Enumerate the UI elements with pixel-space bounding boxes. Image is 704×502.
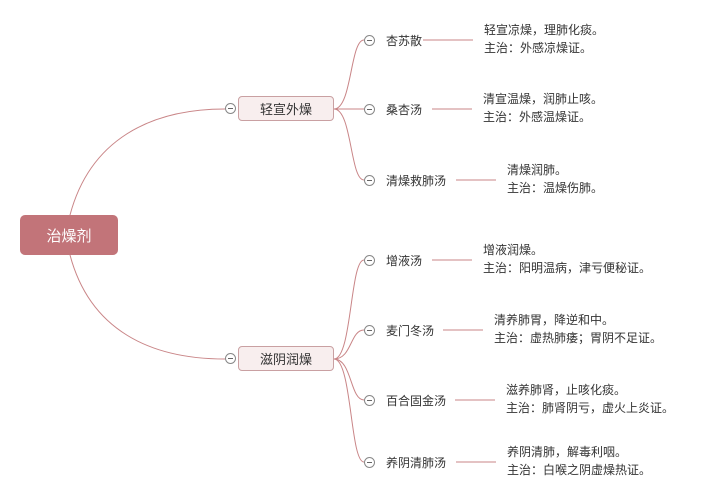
leaf-description: 增液润燥。 主治：阳明温病，津亏便秘证。 — [483, 241, 651, 277]
indication-text: 主治：阳明温病，津亏便秘证。 — [483, 261, 652, 275]
collapse-toggle-icon[interactable] — [225, 103, 236, 114]
effect-text: 滋养肺肾，止咳化痰。 — [506, 383, 627, 397]
indication-text: 主治：外感温燥证。 — [483, 110, 592, 124]
leaf-description: 轻宣凉燥，理肺化痰。 主治：外感凉燥证。 — [484, 21, 604, 57]
collapse-toggle-icon[interactable] — [364, 35, 375, 46]
connector-line — [333, 259, 365, 360]
collapse-toggle-icon[interactable] — [364, 255, 375, 266]
indication-text: 主治：外感凉燥证。 — [484, 41, 593, 55]
connector-line — [333, 108, 365, 181]
effect-text: 清燥润肺。 — [507, 163, 568, 177]
leaf-description: 滋养肺肾，止咳化痰。 主治：肺肾阴亏，虚火上炎证。 — [506, 381, 674, 417]
leaf-description: 养阴清肺，解毒利咽。 主治：白喉之阴虚燥热证。 — [507, 443, 651, 479]
effect-text: 清养肺胃，降逆和中。 — [494, 313, 615, 327]
effect-text: 轻宣凉燥，理肺化痰。 — [484, 23, 605, 37]
effect-text: 清宣温燥，润肺止咳。 — [483, 92, 604, 106]
indication-text: 主治：温燥伤肺。 — [507, 181, 604, 195]
leaf-node[interactable]: 桑杏汤 — [386, 103, 423, 117]
connector-line — [69, 254, 226, 360]
leaf-node[interactable]: 清燥救肺汤 — [386, 174, 447, 188]
leaf-description: 清燥润肺。 主治：温燥伤肺。 — [507, 161, 603, 197]
leaf-node[interactable]: 增液汤 — [386, 254, 423, 268]
collapse-toggle-icon[interactable] — [364, 104, 375, 115]
root-node[interactable]: 治燥剂 — [20, 215, 118, 255]
indication-text: 主治：虚热肺痿；胃阴不足证。 — [494, 331, 663, 345]
leaf-node[interactable]: 百合固金汤 — [386, 394, 447, 408]
connector-line — [333, 358, 365, 401]
connector-line — [69, 108, 226, 216]
collapse-toggle-icon[interactable] — [364, 395, 375, 406]
leaf-description: 清养肺胃，降逆和中。 主治：虚热肺痿；胃阴不足证。 — [494, 311, 662, 347]
branch-node-qingxuan[interactable]: 轻宣外燥 — [238, 96, 334, 121]
connector-line — [333, 329, 365, 360]
effect-text: 增液润燥。 — [483, 243, 544, 257]
collapse-toggle-icon[interactable] — [364, 457, 375, 468]
leaf-node[interactable]: 养阴清肺汤 — [386, 456, 447, 470]
effect-text: 养阴清肺，解毒利咽。 — [507, 445, 628, 459]
collapse-toggle-icon[interactable] — [364, 325, 375, 336]
indication-text: 主治：白喉之阴虚燥热证。 — [507, 463, 652, 477]
leaf-description: 清宣温燥，润肺止咳。 主治：外感温燥证。 — [483, 90, 603, 126]
branch-node-ziyin[interactable]: 滋阴润燥 — [238, 346, 334, 371]
collapse-toggle-icon[interactable] — [364, 175, 375, 186]
collapse-toggle-icon[interactable] — [225, 353, 236, 364]
connector-line — [333, 39, 365, 110]
leaf-node[interactable]: 麦门冬汤 — [386, 324, 435, 338]
leaf-node[interactable]: 杏苏散 — [386, 34, 423, 48]
connector-line — [333, 358, 365, 463]
indication-text: 主治：肺肾阴亏，虚火上炎证。 — [506, 401, 675, 415]
